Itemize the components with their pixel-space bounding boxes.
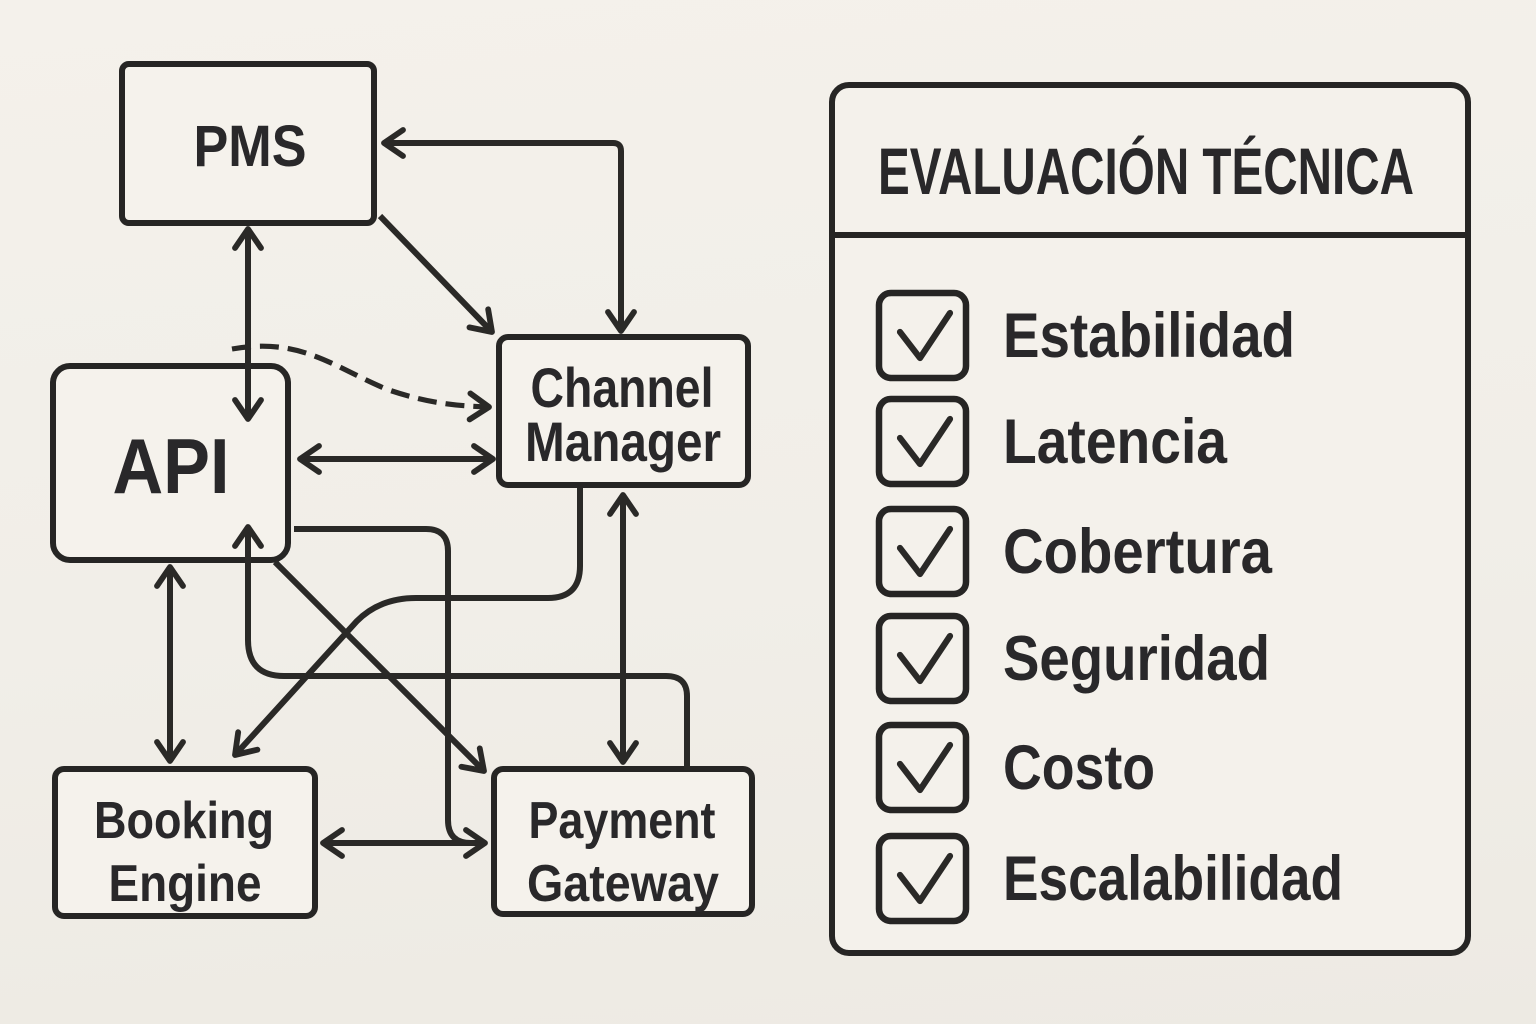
svg-text:API: API — [113, 422, 230, 510]
svg-text:Seguridad: Seguridad — [1003, 624, 1270, 694]
svg-text:PMS: PMS — [194, 114, 307, 179]
svg-text:Gateway: Gateway — [527, 855, 719, 913]
svg-text:Channel: Channel — [531, 356, 714, 419]
svg-text:Escalabilidad: Escalabilidad — [1003, 844, 1343, 914]
svg-text:EVALUACIÓN TÉCNICA: EVALUACIÓN TÉCNICA — [878, 134, 1414, 208]
svg-text:Estabilidad: Estabilidad — [1003, 301, 1295, 371]
svg-text:Manager: Manager — [525, 410, 721, 473]
svg-text:Costo: Costo — [1003, 733, 1155, 803]
svg-text:Payment: Payment — [529, 792, 716, 850]
svg-text:Engine: Engine — [109, 855, 262, 913]
svg-text:Booking: Booking — [94, 792, 274, 850]
svg-text:Cobertura: Cobertura — [1003, 517, 1273, 587]
svg-text:Latencia: Latencia — [1003, 407, 1228, 477]
